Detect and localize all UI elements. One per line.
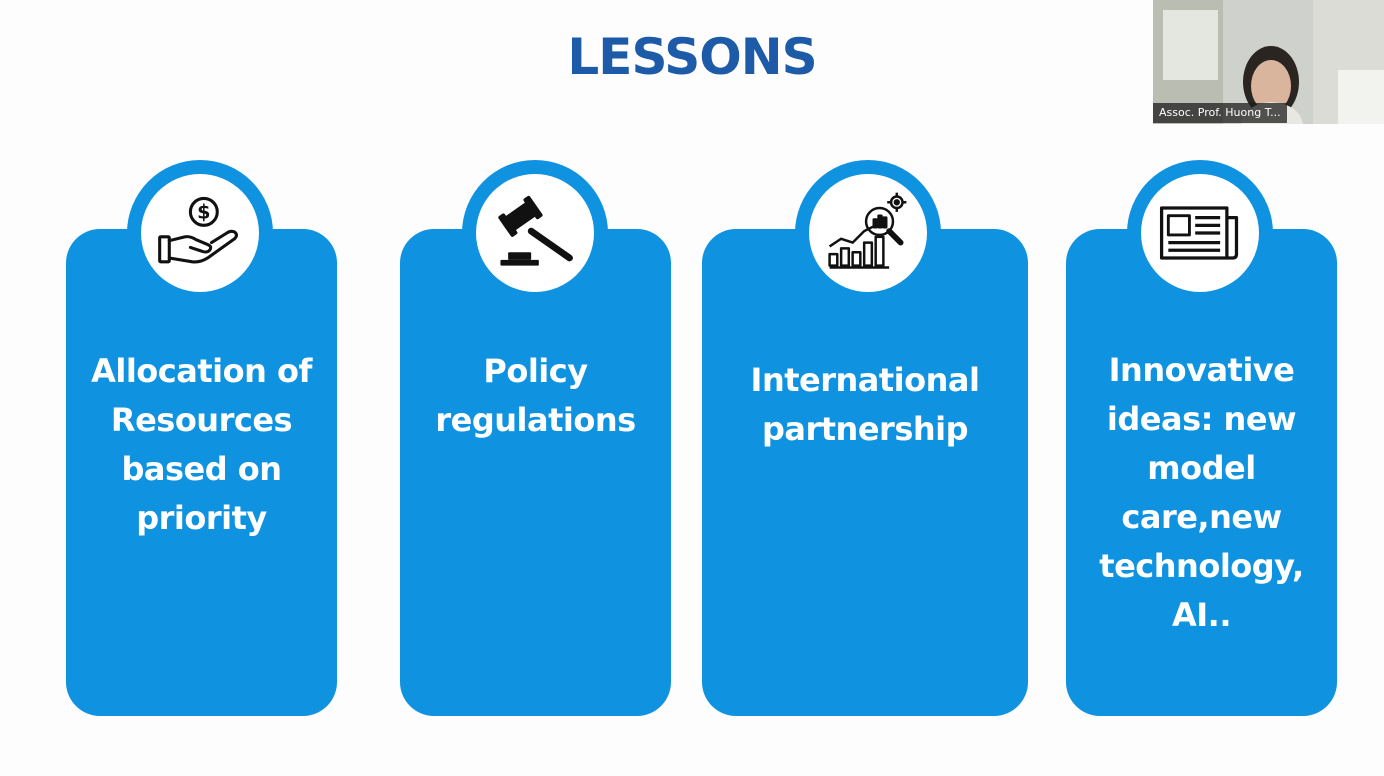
card-line: partnership [761,410,969,448]
lesson-card-text: Policy regulations [400,347,671,445]
money-hand-icon: $ [141,174,259,292]
card-line: regulations [435,401,636,439]
card-line: AI.. [1172,596,1231,634]
lesson-card-text: International partnership [702,356,1028,454]
card-line: Allocation of [91,352,312,390]
card-line: Innovative [1108,351,1295,389]
card-line: care,new [1121,498,1282,536]
analytics-chart-icon-ring [795,160,941,306]
lesson-card-policy: Policy regulations [400,229,671,716]
money-hand-icon-ring: $ [127,160,273,306]
newspaper-icon-ring [1127,160,1273,306]
analytics-chart-icon [809,174,927,292]
gavel-icon-ring [462,160,608,306]
svg-text:$: $ [197,201,210,224]
lesson-card-innovative: Innovative ideas: new model care,new tec… [1066,229,1337,716]
newspaper-icon [1141,174,1259,292]
card-line: Policy [483,352,588,390]
card-line: model [1147,449,1256,487]
lesson-card-text: Innovative ideas: new model care,new tec… [1066,346,1337,640]
gavel-icon [476,174,594,292]
lesson-card-partnership: International partnership [702,229,1028,716]
card-line: priority [136,499,267,537]
lesson-card-text: Allocation of Resources based on priorit… [66,347,337,543]
participant-name-label: Assoc. Prof. Huong T... [1153,103,1287,123]
card-line: based on [121,450,282,488]
card-line: technology, [1099,547,1304,585]
slide-title: LESSONS [567,28,817,86]
card-line: Resources [110,401,293,439]
card-line: ideas: new [1106,400,1297,438]
lesson-card-allocation: Allocation of Resources based on priorit… [66,229,337,716]
card-line: International [750,361,980,399]
